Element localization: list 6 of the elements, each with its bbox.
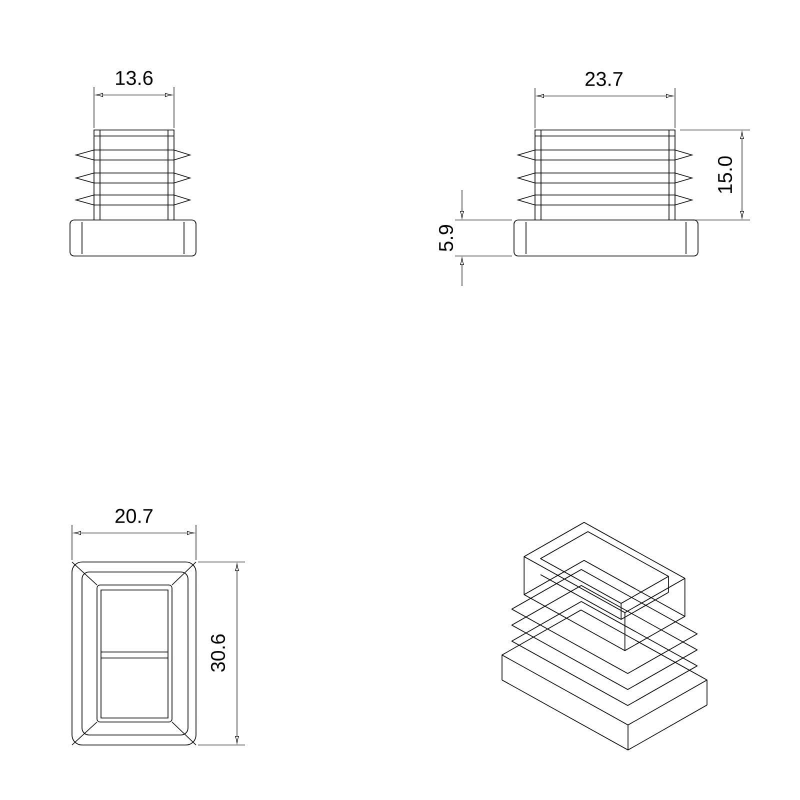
dimension-label: 20.7 (116, 508, 152, 524)
dimension-label: 15.0 (718, 156, 732, 193)
dimension-label: 5.9 (438, 225, 454, 252)
dimension-label: 23.7 (586, 72, 622, 86)
dimension-label: 13.6 (116, 70, 153, 86)
dimension-label: 30.6 (210, 634, 226, 672)
